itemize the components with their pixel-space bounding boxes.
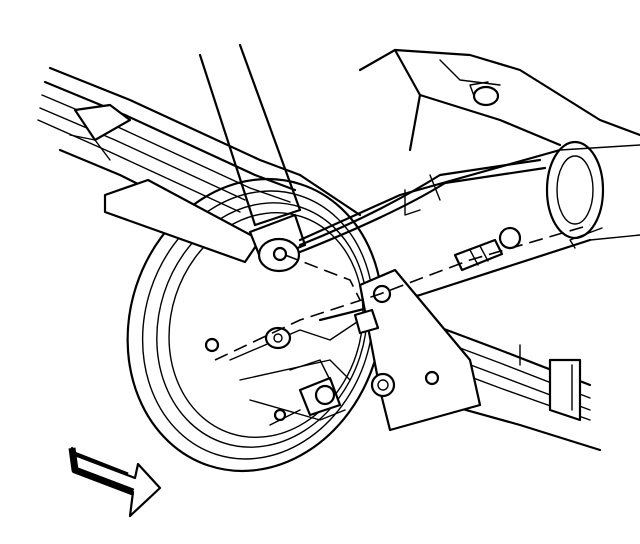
axle-housing <box>298 140 640 322</box>
frame-rail <box>358 48 640 152</box>
shock-absorber <box>198 43 307 273</box>
front-direction-arrow <box>68 446 162 518</box>
brake-cable-fitting <box>453 226 522 272</box>
spring-clamp-plate <box>69 103 262 264</box>
wheel-cylinder <box>289 359 342 417</box>
lower-shock-mount-bracket <box>358 268 482 432</box>
brake-drum <box>126 177 384 473</box>
brake-line <box>298 158 547 254</box>
mounting-axis-line <box>214 224 591 361</box>
shock-mount-nut <box>264 308 380 350</box>
